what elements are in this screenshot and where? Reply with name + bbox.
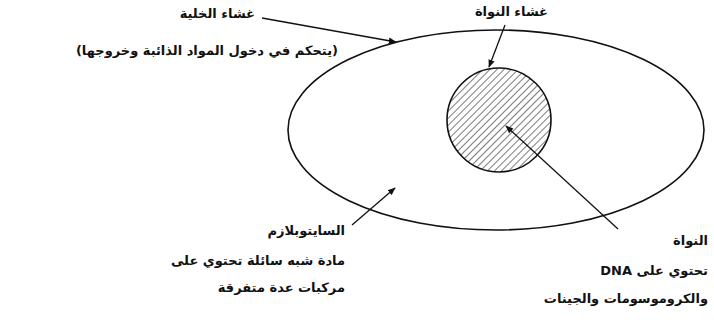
part-label: تحتوي على DNA والكروموسومات والجينات (526, 257, 708, 313)
part-label: النواة (673, 232, 708, 250)
cell-membrane-outline (288, 30, 704, 230)
leader-line (352, 188, 395, 225)
leader-line (506, 126, 618, 229)
part-label: غشاء الخلية (180, 5, 255, 23)
nucleus-circle (447, 68, 551, 172)
part-label: مادة شبه سائلة تحتوي على مركبات عدة متفر… (167, 247, 345, 301)
leader-line (262, 18, 396, 42)
part-label: غشاء النواة (475, 3, 548, 21)
part-label: (يتحكم في دخول المواد الذائبة وخروجها) (76, 42, 338, 60)
leader-line (489, 25, 505, 67)
part-label: السايتوبلازم (267, 222, 345, 240)
